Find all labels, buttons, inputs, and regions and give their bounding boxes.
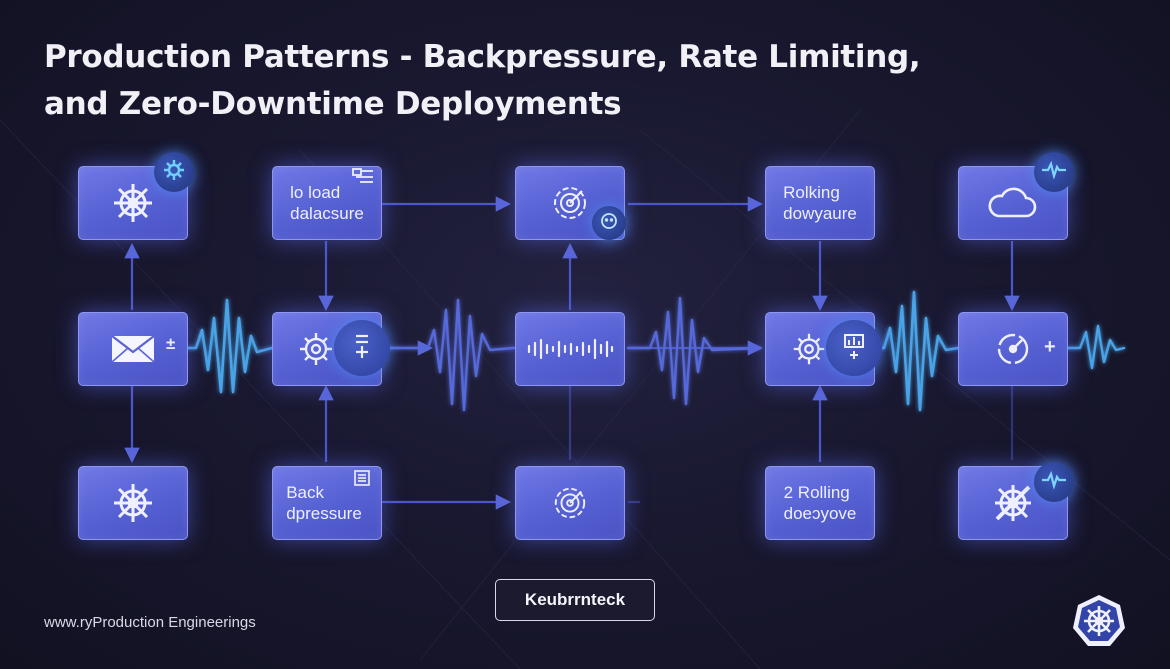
node-gauge[interactable] [958, 312, 1068, 386]
heartbeat-badge-top [1034, 152, 1074, 192]
heartbeat-badge-bottom [1034, 462, 1074, 502]
label-line: Rolking [783, 183, 840, 202]
pulse-wave-2 [382, 298, 516, 412]
label-line: dalacsure [290, 204, 364, 223]
gear-badge [154, 152, 194, 192]
node-load-balancer-label: lo load dalacsure [290, 182, 364, 224]
node-waveform[interactable] [515, 312, 625, 386]
kubernetes-logo-icon [1070, 592, 1128, 650]
page-title-line-1: Production Patterns - Backpressure, Rate… [44, 39, 921, 75]
mail-right-symbol: ± [166, 334, 176, 353]
waveform-icon [525, 336, 615, 362]
label-line: 2 Rolling [783, 483, 850, 502]
page-title-line-2: and Zero-Downtime Deployments [44, 86, 622, 122]
list-badge [334, 320, 390, 376]
smile-icon [600, 212, 618, 235]
label-line: Back [286, 483, 324, 502]
pulse-wave-5 [1064, 324, 1126, 370]
page-title: Production Patterns - Backpressure, Rate… [44, 34, 1044, 128]
chart-badge [826, 320, 882, 376]
heartbeat-icon [1041, 470, 1067, 494]
gear-icon [162, 158, 186, 187]
node-broken-wheel[interactable] [958, 466, 1068, 540]
pulse-wave-4 [872, 290, 960, 412]
node-rolling-bottom[interactable]: 2 Rolling doeɔyove [765, 466, 875, 540]
label-line: lo load [290, 183, 341, 202]
helm-wheel-icon [110, 480, 156, 526]
node-helm-bottom[interactable] [78, 466, 188, 540]
cog-icon [296, 329, 336, 369]
target-icon [550, 183, 590, 223]
node-backpressure-label: Back dpressure [286, 482, 362, 524]
helm-wheel-icon [110, 180, 156, 226]
node-rolling-bottom-label: 2 Rolling doeɔyove [784, 482, 857, 524]
label-line: dpressure [286, 504, 362, 523]
footer-url: www.ryProduction Engineerings [44, 614, 256, 631]
node-load-balancer[interactable]: lo load dalacsure [272, 166, 382, 240]
node-mail[interactable] [78, 312, 188, 386]
cloud-icon [988, 186, 1038, 220]
smile-badge [592, 206, 626, 240]
cog-icon [790, 330, 828, 368]
bar-chart-icon [843, 331, 865, 366]
pulse-wave-1 [183, 298, 274, 394]
mail-icon [110, 334, 156, 364]
list-icon [352, 332, 372, 365]
heartbeat-icon [1041, 160, 1067, 184]
label-line: doeɔyove [783, 504, 857, 523]
pulse-wave-3 [626, 296, 762, 406]
keubrrnteck-button[interactable]: Keubrrnteck [495, 579, 655, 621]
gauge-right-symbol: + [1044, 336, 1056, 358]
flag-icon [352, 168, 374, 189]
label-line: dowyaure [783, 204, 857, 223]
target-icon [551, 484, 589, 522]
node-rolling-top-label: Rolking dowyaure [783, 182, 857, 224]
node-target-bottom[interactable] [515, 466, 625, 540]
gauge-icon [993, 329, 1033, 369]
broken-wheel-icon [990, 480, 1036, 526]
node-rolling-top[interactable]: Rolking dowyaure [765, 166, 875, 240]
doc-icon [354, 470, 370, 491]
